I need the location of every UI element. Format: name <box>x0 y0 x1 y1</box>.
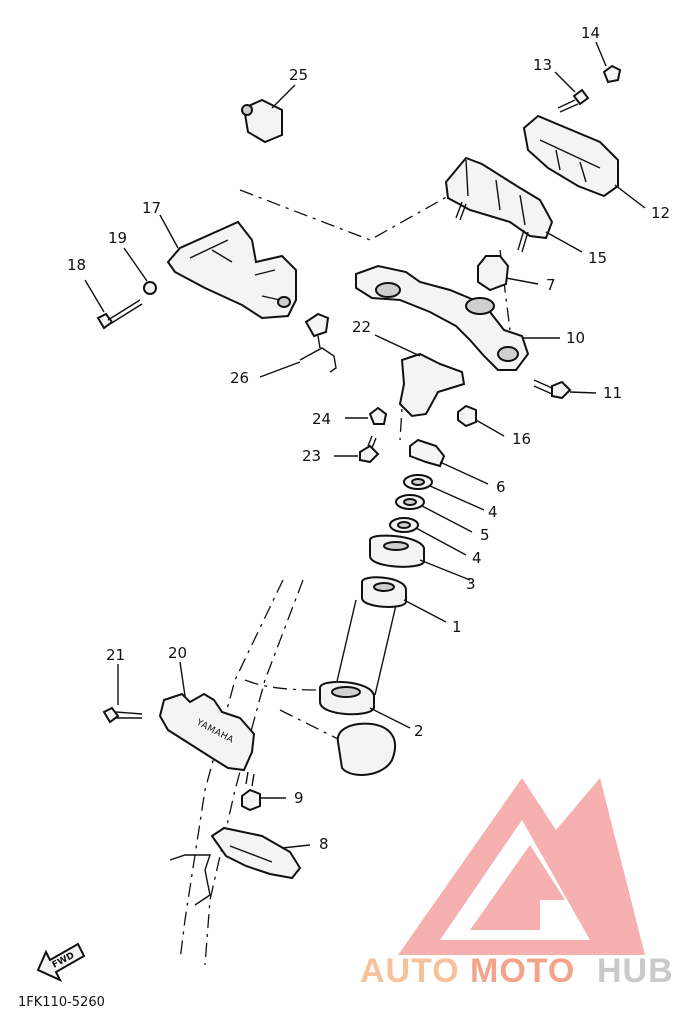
part-1-bearing <box>361 576 447 623</box>
part-25-cap <box>241 84 296 144</box>
part-4-lower-washer <box>389 517 467 556</box>
part-9-bolt <box>241 771 286 812</box>
label-part-14: 14 <box>581 24 600 42</box>
part-labels: 1 2 3 4 4 5 6 7 8 9 10 11 12 13 14 15 16… <box>67 24 670 853</box>
part-20-bracket: YAMAHA <box>158 661 256 772</box>
label-part-24: 24 <box>312 410 331 428</box>
part-5-washer <box>395 494 473 533</box>
label-part-19: 19 <box>108 229 127 247</box>
part-15-upper-holder <box>444 156 583 253</box>
watermark-moto: MOTO <box>470 952 575 990</box>
label-part-20: 20 <box>168 644 187 662</box>
label-part-11: 11 <box>603 384 622 402</box>
part-3-bearing <box>369 534 471 581</box>
label-part-9: 9 <box>294 789 304 807</box>
part-26-clip <box>259 312 337 378</box>
part-18-bolt <box>84 279 143 330</box>
part-2-bearing <box>319 680 411 729</box>
label-part-25: 25 <box>289 66 308 84</box>
label-part-10: 10 <box>566 329 585 347</box>
part-24-nut <box>345 406 388 425</box>
part-17-handlebar-holder <box>159 214 297 320</box>
part-23-bolt <box>334 435 380 464</box>
part-11-bolt <box>533 379 597 400</box>
label-part-3: 3 <box>466 575 476 593</box>
label-part-5: 5 <box>480 526 490 544</box>
part-8-lower-holder <box>210 826 311 880</box>
part-12-handlebar-holder <box>522 114 646 209</box>
part-10-upper-bracket <box>355 264 560 371</box>
label-part-22: 22 <box>352 318 371 336</box>
part-22-bracket <box>374 334 466 418</box>
label-part-23: 23 <box>302 447 321 465</box>
part-16-nut <box>457 404 505 437</box>
label-part-26: 26 <box>230 369 249 387</box>
label-part-4a: 4 <box>488 503 498 521</box>
watermark-logo <box>398 778 645 955</box>
label-part-4b: 4 <box>472 549 482 567</box>
label-part-1: 1 <box>452 618 462 636</box>
label-part-15: 15 <box>588 249 607 267</box>
label-part-17: 17 <box>142 199 161 217</box>
label-part-16: 16 <box>512 430 531 448</box>
watermark-text: AUTO MOTO HUB <box>360 952 674 990</box>
label-part-2: 2 <box>414 722 424 740</box>
watermark-hub: HUB <box>597 952 674 990</box>
label-part-21: 21 <box>106 646 125 664</box>
part-13-bolt <box>554 71 590 113</box>
part-19-washer <box>123 247 157 295</box>
part-14-nut <box>595 41 622 84</box>
part-4-upper-washer <box>403 474 485 511</box>
diagram-code: 1FK110-5260 <box>18 995 105 1010</box>
label-part-13: 13 <box>533 56 552 74</box>
part-6-washer <box>409 438 489 485</box>
label-part-18: 18 <box>67 256 86 274</box>
label-part-12: 12 <box>651 204 670 222</box>
label-part-7: 7 <box>546 276 556 294</box>
steering-stem <box>169 599 397 906</box>
part-21-bolt <box>102 664 143 724</box>
watermark-auto: AUTO <box>360 952 460 990</box>
label-part-6: 6 <box>496 478 506 496</box>
part-7-nut <box>477 255 539 292</box>
forward-arrow-icon: FWD <box>36 942 86 983</box>
label-part-8: 8 <box>319 835 329 853</box>
